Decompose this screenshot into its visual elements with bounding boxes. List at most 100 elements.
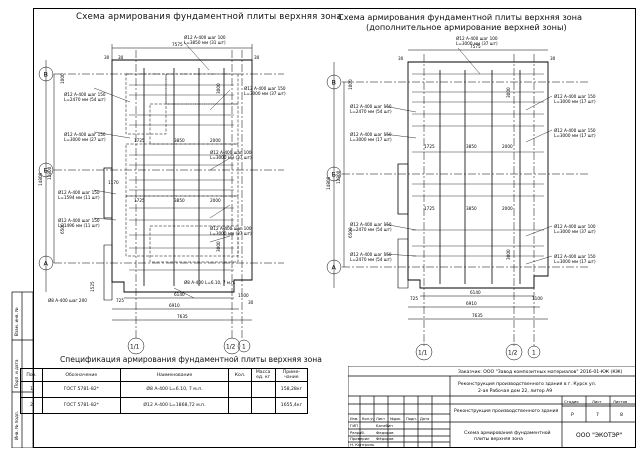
spec-table: Поз. Обозначение Наименование Кол. Масса… [20, 368, 309, 414]
right-dim-1725-bot: 1725 [424, 206, 435, 211]
tb-col-ndoc: №док [390, 417, 401, 421]
table-row: 1 ГОСТ 5781-82* Ø8 А-400 L=6.10, 7 м.п. … [20, 381, 309, 398]
right-axis-1-2: 1/2 [508, 351, 518, 357]
left-label-6: Ø12 А-400 шаг 150 [58, 190, 100, 195]
left-label-2: Ø12 А-400 шаг 150 [64, 92, 106, 97]
left-label-8: Ø12 А-400 шаг 150 [58, 218, 100, 223]
left-axis-1-1: 1/1 [130, 345, 140, 351]
right-dim-3850-bot: 3850 [466, 206, 477, 211]
left-dim-1725-bot: 1725 [134, 198, 145, 203]
spec-cell: 1655,4кг [274, 397, 309, 414]
right-label-6: Ø12 А-400 шаг 150 [350, 222, 392, 227]
right-axis-a: А [332, 264, 337, 272]
tb-project-1: Реконструкция производственного здания в… [458, 381, 596, 387]
spec-cell [228, 381, 252, 398]
left-label-10: Ø12 А-400 шаг 150 [244, 86, 286, 91]
left-dim-6140: 6140 [174, 292, 185, 297]
tb-col-date: Дата [420, 417, 429, 421]
right-label-14: Ø12 А-400 шаг 100 [554, 224, 596, 229]
tb-stage-h: Стадия [564, 399, 579, 404]
tb-customer: Заказчик: ООО "Завод композитных материа… [458, 369, 578, 375]
spec-title: Спецификация армирования фундаментной пл… [60, 355, 322, 364]
right-dim-1000: 1000 [348, 79, 353, 90]
left-dim-725: 725 [116, 298, 124, 303]
spec-h-qty: Кол. [228, 368, 252, 382]
tb-sheets: 8 [620, 412, 623, 418]
left-label-0: Ø12 А-400 шаг 100 [184, 35, 226, 40]
right-dim-total: 7575 [470, 44, 481, 49]
right-label-15: L=3000 мм (37 шт) [554, 229, 596, 234]
spec-cell [228, 397, 252, 414]
right-dim-3850-top: 3850 [466, 144, 477, 149]
right-dim-12800: 12800 [336, 170, 341, 184]
right-axis-1-1: 1/1 [418, 351, 428, 357]
left-dim-1525: 1525 [90, 281, 95, 292]
left-dim-6910: 6910 [169, 303, 180, 308]
spec-cell: Ø8 А-400 L=6.10, 7 м.п. [119, 381, 230, 398]
left-dim-1725-top: 1725 [134, 138, 145, 143]
right-label-9: L=2470 мм (54 шт) [350, 257, 392, 262]
tb-name-2: Фёдоров [376, 436, 394, 441]
right-label-17: L=3000 мм (17 шт) [554, 259, 596, 264]
tb-stage: Р [571, 412, 574, 418]
tb-role-0: ГИП [350, 423, 358, 428]
left-axis-v: В [44, 71, 48, 79]
side-label-sign: Подп. и дата [14, 359, 19, 388]
left-dim-6500: 6500 [60, 223, 65, 234]
spec-h-designation: Обозначение [42, 368, 121, 382]
right-dim-725: 725 [410, 296, 418, 301]
tb-name-0: Батабин [376, 423, 393, 428]
tb-sheet-name-1: Схема армирования фундаментной [464, 429, 551, 436]
tb-project-2: 2-ая Рабочая дом 22, литер А9 [478, 388, 552, 394]
left-dim-30-bottom: 30 [248, 300, 254, 305]
tb-sheet: 7 [596, 412, 599, 418]
right-drawing: В Б А 1/1 1/2 1 7575 30 30 6140 6910 763… [326, 36, 596, 361]
left-label-15: L=3000 мм (37 шт) [210, 231, 252, 236]
tb-role-2: Проверил [350, 436, 370, 441]
left-label-16: Ø8 А-400 шаг 200 [48, 298, 87, 303]
spec-cell: 1 [20, 381, 43, 398]
right-dim-2000-bot: 2000 [502, 206, 513, 211]
tb-sheets-h: Листов [613, 399, 628, 404]
left-dim-7635: 7635 [177, 314, 188, 319]
right-dim-3000-top: 3000 [506, 87, 511, 98]
right-axis-b: Б [332, 171, 336, 179]
spec-cell [250, 397, 276, 414]
tb-col-podp: Подп. [406, 417, 417, 421]
left-dim-1000: 1000 [60, 73, 65, 84]
title-block: Заказчик: ООО "Завод композитных материа… [348, 366, 636, 448]
left-dim-30-a: 30 [104, 55, 110, 60]
left-label-9: L=1496 мм (11 шт) [58, 223, 100, 228]
right-label-1: L=3000 мм (37 шт) [456, 41, 498, 46]
left-label-5: L=3000 мм (27 шт) [64, 137, 106, 142]
right-label-7: L=2470 мм (54 шт) [350, 227, 392, 232]
spec-h-name: Наименование [119, 368, 230, 382]
right-axis-1: 1 [532, 351, 536, 357]
left-label-17: Ø8 А-400 L=6.10, 7 м.п. [184, 280, 235, 285]
left-dim-2000-top: 2000 [210, 138, 221, 143]
side-label-replace: Взам. инв. № [14, 307, 19, 336]
left-label-3: L=2470 мм (54 шт) [64, 97, 106, 102]
right-dim-1100: 1100 [532, 296, 543, 301]
right-dim-6910: 6910 [466, 301, 477, 306]
left-dim-14800: 14800 [38, 172, 43, 186]
right-drawing-title-2: (дополнительное армирование верхней зоны… [366, 22, 567, 32]
right-label-0: Ø12 А-400 шаг 100 [456, 36, 498, 41]
left-axis-b: Б [44, 167, 48, 175]
left-axis-1-2: 1/2 [226, 345, 236, 351]
right-label-10: Ø12 А-400 шаг 150 [554, 94, 596, 99]
left-drawing-title: Схема армирования фундаментной плиты вер… [76, 12, 342, 22]
right-axis-v: В [332, 79, 336, 87]
tb-sheet-h: Лист [592, 399, 602, 404]
left-dim-30-b: 30 [254, 55, 260, 60]
left-dim-1100: 1100 [238, 293, 249, 298]
left-label-7: L=1594 мм (11 шт) [58, 195, 100, 200]
tb-company: ООО "ЭКОТЭР" [576, 432, 622, 439]
right-label-16: Ø12 А-400 шаг 150 [554, 254, 596, 259]
right-dim-7635: 7635 [472, 313, 483, 318]
left-dim-3000-top: 3000 [216, 83, 221, 94]
tb-name-1: Федоров [376, 430, 394, 435]
right-dim-30-b: 30 [550, 56, 556, 61]
tb-col-list: Лист [376, 417, 385, 421]
left-label-13: L=3000 мм (37 шт) [210, 155, 252, 160]
